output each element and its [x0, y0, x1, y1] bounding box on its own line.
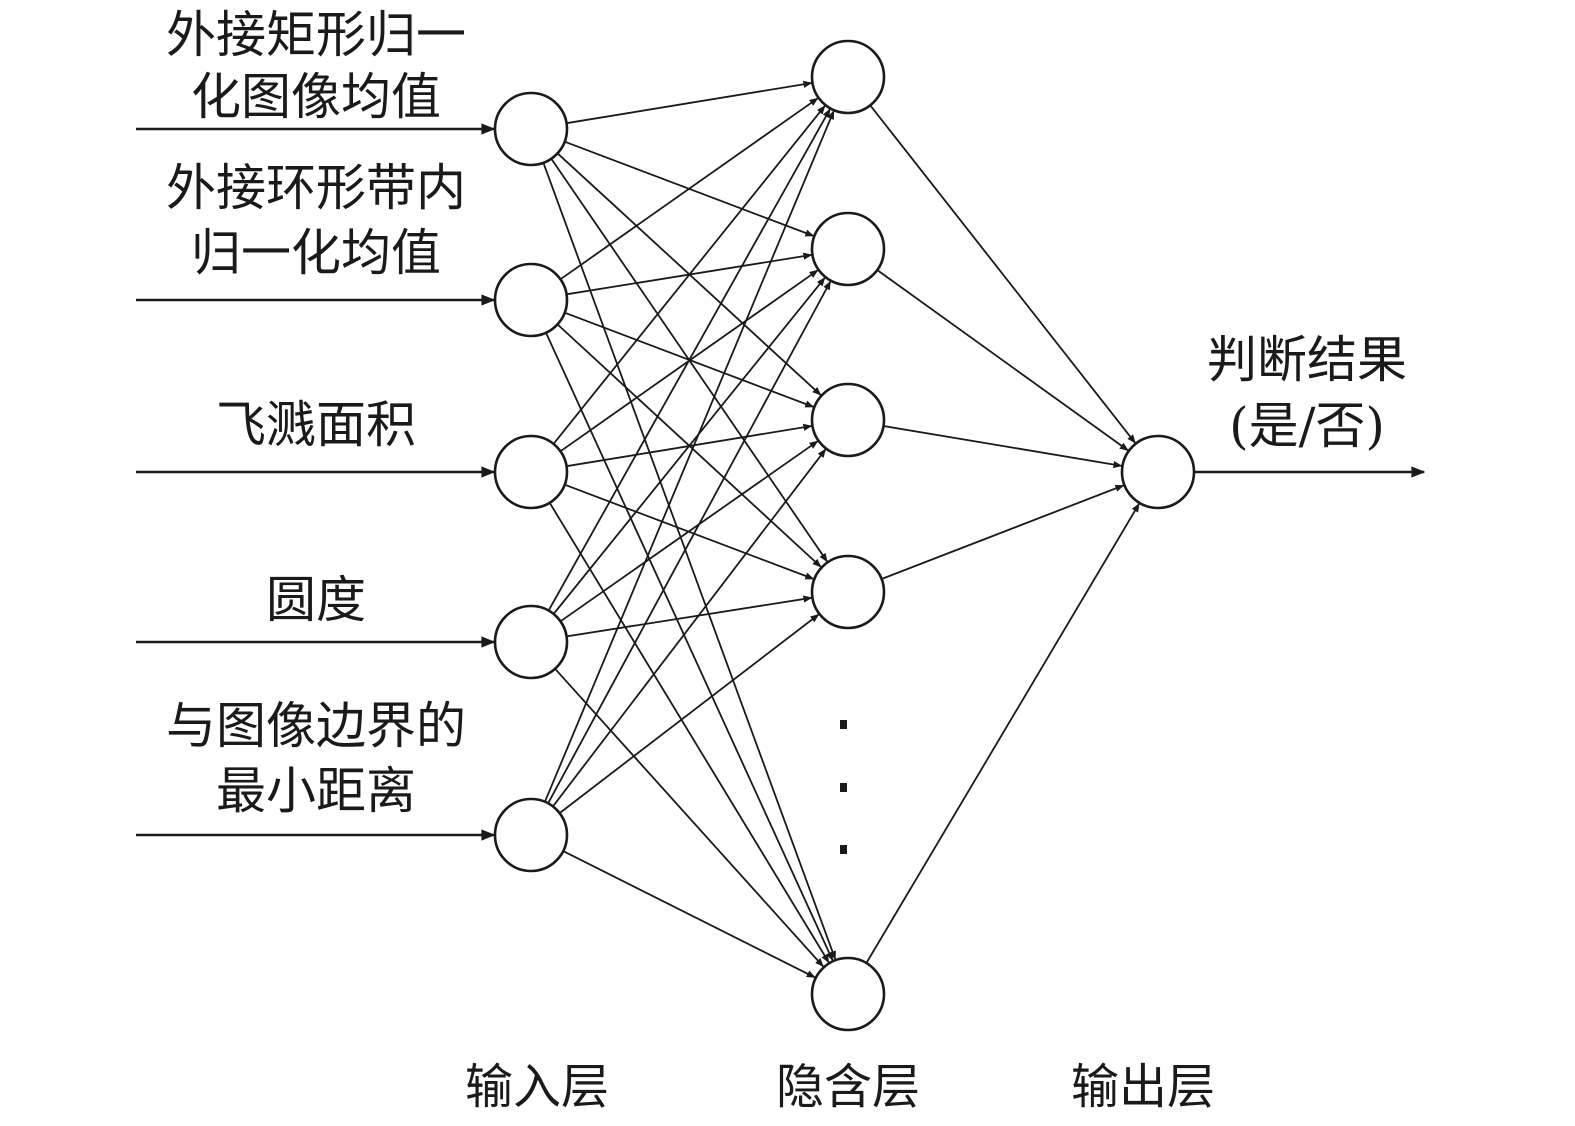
input-label-2-line-1: 外接环形带内: [166, 159, 466, 217]
edge-input-4-hidden-1: [547, 108, 831, 612]
hidden-node-1: [810, 39, 886, 115]
edge-input-1-hidden-1: [566, 80, 813, 125]
input-label-1-line-2: 化图像均值: [191, 68, 441, 126]
edge-input-4-hidden-3: [559, 440, 819, 623]
edge-hidden-1-output: [869, 104, 1136, 444]
input-output-lines: [136, 123, 1426, 841]
edge-input-4-hidden-5: [554, 668, 824, 968]
output-label-line-2: (是/否): [1229, 397, 1385, 455]
input-layer-label: 输入层: [465, 1059, 609, 1115]
connection-edges: [542, 80, 1140, 979]
edge-input-1-hidden-5: [542, 162, 837, 961]
edge-input-4-hidden-2: [552, 277, 826, 615]
input-node-3: [493, 434, 569, 510]
edge-input-5-hidden-2: [547, 280, 832, 804]
input-label-2-line-2: 归一化均值: [191, 224, 441, 282]
edge-input-5-hidden-1: [544, 110, 835, 803]
edge-hidden-5-output: [865, 503, 1140, 964]
edge-input-5-hidden-5: [562, 850, 816, 979]
output-layer-label: 输出层: [1071, 1059, 1215, 1115]
hidden-ellipsis-dots: [840, 720, 847, 854]
input-label-5-line-1: 与图像边界的: [166, 697, 466, 755]
network-nodes: [493, 39, 1196, 1032]
output-node: [1120, 434, 1196, 510]
input-node-1: [493, 91, 569, 167]
edge-hidden-4-output: [881, 484, 1125, 580]
hidden-node-2: [810, 211, 886, 287]
input-node-2: [493, 262, 569, 338]
edge-hidden-3-output: [883, 425, 1123, 469]
edge-input-4-hidden-4: [566, 595, 813, 638]
edge-input-3-hidden-5: [548, 502, 830, 964]
input-label-1-line-1: 外接矩形归一: [166, 6, 466, 64]
output-label-line-1: 判断结果: [1207, 331, 1407, 389]
input-label-5-line-2: 最小距离: [216, 762, 416, 820]
edge-input-5-hidden-4: [559, 613, 820, 814]
hidden-node-4: [810, 554, 886, 630]
edge-input-3-hidden-1: [552, 105, 826, 445]
edge-input-2-hidden-5: [545, 332, 834, 962]
hidden-layer-label: 隐含层: [776, 1059, 920, 1115]
input-label-3-line-1: 飞溅面积: [216, 396, 416, 454]
input-node-4: [493, 604, 569, 680]
edge-input-5-hidden-3: [552, 448, 827, 807]
hidden-node-5: [810, 956, 886, 1032]
edge-hidden-2-output: [876, 269, 1129, 452]
input-node-5: [493, 797, 569, 873]
input-label-4-line-1: 圆度: [266, 571, 366, 629]
edge-input-2-hidden-1: [559, 97, 819, 281]
hidden-node-3: [810, 382, 886, 458]
